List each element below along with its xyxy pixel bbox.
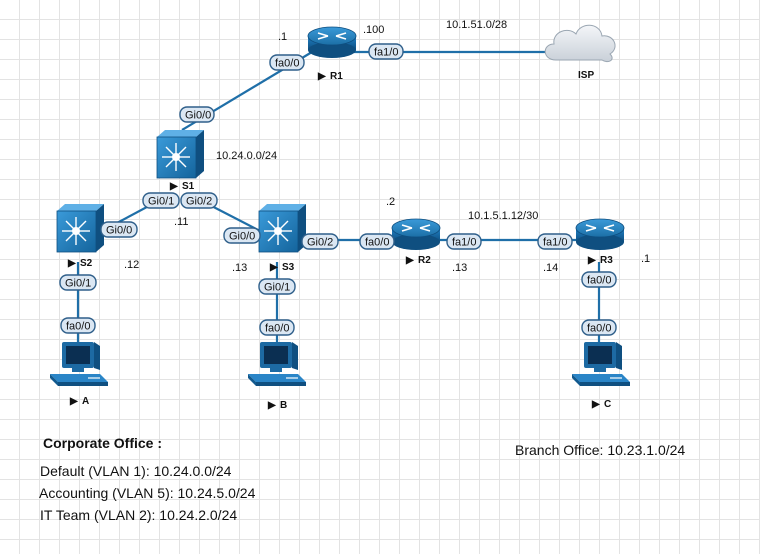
address-s1-host: .11	[174, 216, 188, 228]
multilayer-switch-icon	[258, 203, 307, 253]
vlan5-line: Accounting (VLAN 5): 10.24.5.0/24	[39, 485, 256, 501]
port-label-r2-fa00: fa0/0	[359, 233, 395, 250]
port-label-r1-fa00: fa0/0	[269, 54, 305, 71]
svg-text:Gi0/0: Gi0/0	[229, 231, 255, 243]
svg-text:▶: ▶	[269, 262, 279, 273]
vlan1-line: Default (VLAN 1): 10.24.0.0/24	[40, 463, 232, 479]
vlan2-line: IT Team (VLAN 2): 10.24.2.0/24	[40, 507, 238, 523]
port-label-s3-gi02: Gi0/2	[301, 233, 339, 250]
svg-text:fa0/0: fa0/0	[275, 58, 299, 70]
cloud-icon	[544, 24, 616, 63]
svg-text:fa1/0: fa1/0	[543, 237, 567, 249]
svg-text:▶: ▶	[67, 258, 77, 269]
svg-text:fa1/0: fa1/0	[452, 237, 476, 249]
address-r3-host: .1	[641, 253, 650, 265]
multilayer-switch-icon	[56, 203, 105, 253]
branch-office-note: Branch Office: 10.23.1.0/24	[515, 442, 686, 458]
router-r3[interactable]: ▶ R3	[575, 218, 625, 266]
svg-text:Gi0/2: Gi0/2	[186, 196, 212, 208]
corporate-office-legend: Corporate Office : Default (VLAN 1): 10.…	[39, 432, 256, 526]
pc-icon	[571, 341, 631, 387]
corporate-office-title: Corporate Office :	[43, 435, 163, 451]
svg-text:fa0/0: fa0/0	[365, 237, 389, 249]
device-label-r1: R1	[330, 71, 343, 82]
port-label-s3-gi00: Gi0/0	[223, 227, 261, 244]
address-r1-isp-host: .100	[363, 24, 384, 36]
svg-text:▶: ▶	[69, 396, 79, 407]
port-label-r3-fa10: fa1/0	[537, 233, 573, 250]
pc-a[interactable]: ▶ A	[49, 341, 109, 407]
svg-text:Gi0/0: Gi0/0	[185, 110, 211, 122]
svg-text:fa0/0: fa0/0	[587, 323, 611, 335]
svg-text:fa1/0: fa1/0	[374, 47, 398, 59]
port-label-s2-gi01: Gi0/1	[59, 274, 97, 291]
address-r2-host: .2	[386, 196, 395, 208]
device-label-b: B	[280, 400, 287, 411]
svg-text:fa0/0: fa0/0	[587, 275, 611, 287]
svg-text:▶: ▶	[267, 400, 277, 411]
network-s1: 10.24.0.0/24	[216, 150, 277, 162]
network-r2-r3: 10.1.5.1.12/30	[468, 210, 538, 222]
router-r1[interactable]: ▶ R1	[307, 26, 357, 82]
port-label-s1-gi01: Gi0/1	[142, 192, 180, 209]
address-r2-link-host: .13	[452, 262, 467, 274]
switch-s2[interactable]: ▶ S2	[56, 203, 105, 269]
address-s3-host: .13	[232, 262, 247, 274]
device-label-r2: R2	[418, 255, 431, 266]
svg-text:fa0/0: fa0/0	[66, 321, 90, 333]
switch-s1[interactable]: ▶ S1	[156, 129, 205, 192]
svg-text:▶: ▶	[591, 399, 601, 410]
device-label-s1: S1	[182, 181, 195, 192]
port-label-r3-fa00: fa0/0	[581, 271, 617, 288]
svg-text:Gi0/1: Gi0/1	[65, 278, 91, 290]
device-label-s2: S2	[80, 258, 93, 269]
svg-text:▶: ▶	[169, 181, 179, 192]
cloud-isp[interactable]: ISP	[544, 24, 616, 81]
router-icon	[575, 218, 625, 251]
router-r2[interactable]: ▶ R2	[391, 218, 441, 266]
port-label-s1-gi02: Gi0/2	[180, 192, 218, 209]
port-label-s3-gi01: Gi0/1	[258, 278, 296, 295]
svg-text:Gi0/2: Gi0/2	[307, 237, 333, 249]
device-label-isp: ISP	[578, 70, 594, 81]
switch-s3[interactable]: ▶ S3	[258, 203, 307, 273]
device-label-c: C	[604, 399, 611, 410]
device-label-r3: R3	[600, 255, 613, 266]
port-label-r2-fa10: fa1/0	[446, 233, 482, 250]
router-icon	[391, 218, 441, 251]
port-label-r1-fa10: fa1/0	[368, 43, 404, 60]
svg-text:▶: ▶	[405, 255, 415, 266]
svg-text:Gi0/1: Gi0/1	[264, 282, 290, 294]
device-label-s3: S3	[282, 262, 295, 273]
pc-icon	[247, 341, 307, 387]
svg-text:▶: ▶	[317, 71, 327, 82]
address-s2-host: .12	[124, 259, 139, 271]
address-r3-link-host: .14	[543, 262, 558, 274]
address-r1-host: .1	[278, 31, 287, 43]
pc-c[interactable]: ▶ C	[571, 341, 631, 410]
svg-text:Gi0/1: Gi0/1	[148, 196, 174, 208]
svg-text:fa0/0: fa0/0	[265, 323, 289, 335]
port-label-s1-gi00: Gi0/0	[179, 106, 215, 123]
pc-icon	[49, 341, 109, 387]
multilayer-switch-icon	[156, 129, 205, 179]
svg-text:▶: ▶	[587, 255, 597, 266]
port-label-s2-gi00: Gi0/0	[100, 221, 138, 238]
port-label-a-fa00: fa0/0	[60, 317, 96, 334]
device-label-a: A	[82, 396, 89, 407]
router-icon	[307, 26, 357, 59]
pc-b[interactable]: ▶ B	[247, 341, 307, 411]
svg-text:Gi0/0: Gi0/0	[106, 225, 132, 237]
network-isp: 10.1.51.0/28	[446, 19, 507, 31]
port-label-b-fa00: fa0/0	[259, 319, 295, 336]
port-label-c-fa00: fa0/0	[581, 319, 617, 336]
